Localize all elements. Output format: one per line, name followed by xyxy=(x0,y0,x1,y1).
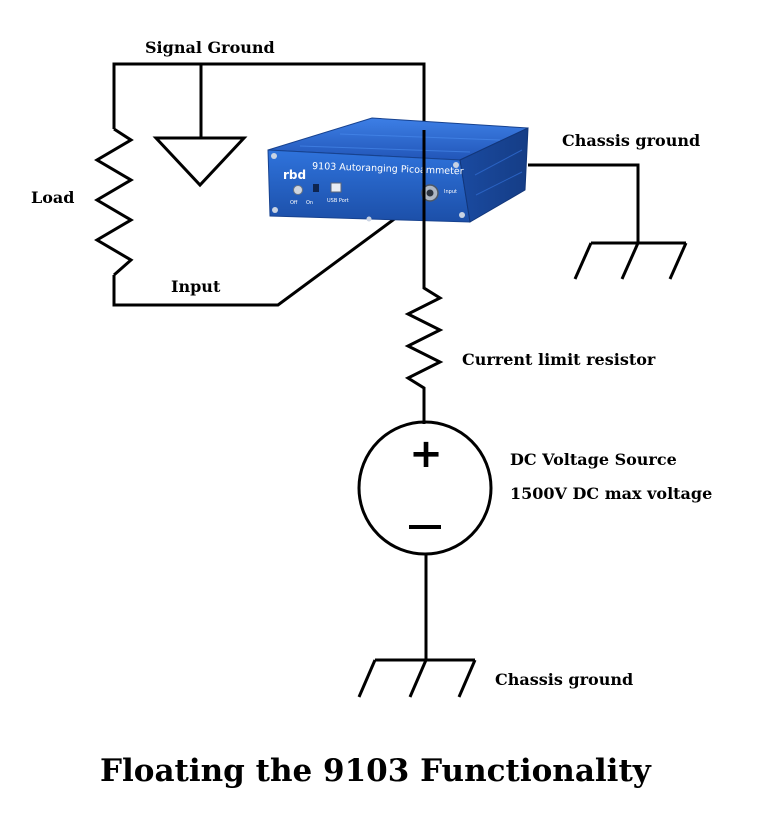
dc-voltage-source-label: DC Voltage Source xyxy=(510,450,677,469)
switch-off-label: Off xyxy=(290,200,298,206)
usb-port-label: USB Port xyxy=(327,198,349,204)
chassis-ground-symbol-bottom xyxy=(357,659,477,698)
input-wire xyxy=(112,198,421,307)
load-resistor xyxy=(94,127,134,277)
chassis-ground-wire-top xyxy=(528,163,640,243)
input-port-label: Input xyxy=(444,189,457,195)
usb-port-icon xyxy=(313,184,319,192)
current-limit-resistor xyxy=(404,276,444,424)
signal-ground-label: Signal Ground xyxy=(145,38,275,57)
power-switch-icon xyxy=(293,185,303,195)
current-limit-resistor-label: Current limit resistor xyxy=(462,350,656,369)
device-model-name: 9103 Autoranging Picoammeter xyxy=(312,161,464,177)
chassis-ground-label-top: Chassis ground xyxy=(562,131,700,150)
picoammeter-device: rbd 9103 Autoranging Picoammeter Off On … xyxy=(267,117,529,223)
input-label: Input xyxy=(171,277,221,296)
usb-port-icon xyxy=(330,182,342,193)
max-voltage-label: 1500V DC max voltage xyxy=(510,484,712,503)
plus-symbol: + xyxy=(409,431,443,477)
signal-ground-symbol xyxy=(152,136,248,188)
load-label: Load xyxy=(31,188,74,207)
chassis-ground-label-bottom: Chassis ground xyxy=(495,670,633,689)
chassis-ground-symbol-top xyxy=(573,242,688,280)
diagram-title: Floating the 9103 Functionality xyxy=(100,753,652,789)
switch-on-label: On xyxy=(306,200,313,206)
device-brand-logo: rbd xyxy=(283,168,306,182)
